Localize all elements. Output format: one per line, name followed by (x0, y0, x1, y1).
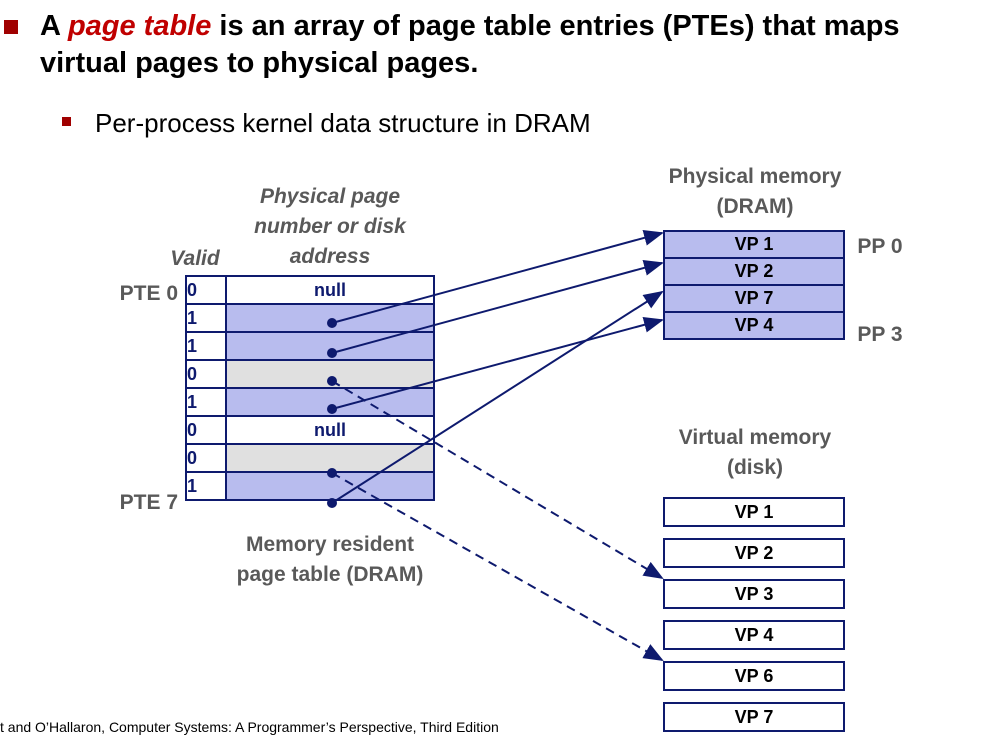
virtual-page: VP 2 (663, 538, 845, 568)
virtual-memory-title: Virtual memory (disk) (678, 426, 832, 479)
pp-3-label: PP 3 (857, 323, 903, 346)
pp-0-label: PP 0 (857, 235, 903, 258)
bullet-marker (4, 20, 18, 34)
pointer-dot (327, 468, 337, 478)
valid-bit: 1 (185, 303, 227, 333)
valid-bit: 1 (185, 471, 227, 501)
pte-address: null (225, 415, 435, 445)
pte-7-label: PTE 7 (119, 491, 178, 514)
pointer-dot (327, 498, 337, 508)
virtual-memory: VP 1 VP 2 VP 3 VP 4 VP 6 VP 7 (663, 497, 845, 736)
valid-bit: 1 (185, 387, 227, 417)
sub-bullet-marker (62, 117, 71, 126)
physical-page: VP 4 (663, 311, 845, 340)
addr-header: Physical page number or disk address (254, 185, 406, 268)
physical-page: VP 2 (663, 257, 845, 286)
pte-address (225, 359, 435, 389)
pointer-dot (327, 376, 337, 386)
pte-address (225, 331, 435, 361)
pte-row: 0 (185, 359, 435, 389)
virtual-page: VP 4 (663, 620, 845, 650)
physical-memory-title: Physical memory (DRAM) (668, 165, 842, 218)
arrow-pte2-pp1 (331, 260, 664, 354)
arrow-pte1-pp0 (331, 230, 664, 324)
pte-row: 1 (185, 331, 435, 361)
emphasis-term: page table (67, 10, 212, 42)
pointer-dot (327, 318, 337, 328)
physical-page: VP 1 (663, 230, 845, 259)
valid-bit: 0 (185, 359, 227, 389)
pointer-dot (327, 348, 337, 358)
pte-address: null (225, 275, 435, 305)
slide-heading: A page table is an array of page table e… (40, 10, 900, 79)
valid-bit: 0 (185, 415, 227, 445)
virtual-page: VP 3 (663, 579, 845, 609)
arrow-pte6-vp6 (331, 472, 664, 661)
arrow-pte3-vp3 (331, 380, 664, 580)
pte-0-label: PTE 0 (119, 282, 178, 305)
page-table-caption: Memory resident page table (DRAM) (236, 533, 424, 586)
footer-citation: t and O’Hallaron, Computer Systems: A Pr… (0, 719, 499, 735)
virtual-page: VP 6 (663, 661, 845, 691)
physical-page: VP 7 (663, 284, 845, 313)
valid-header: Valid (170, 247, 220, 270)
valid-bit: 0 (185, 275, 227, 305)
valid-bit: 1 (185, 331, 227, 361)
arrow-pte4-pp3 (331, 316, 664, 410)
arrow-pte7-pp2 (331, 290, 664, 504)
virtual-page: VP 7 (663, 702, 845, 732)
virtual-page: VP 1 (663, 497, 845, 527)
valid-bit: 0 (185, 443, 227, 473)
sub-bullet-text: Per-process kernel data structure in DRA… (95, 108, 591, 138)
pointer-dot (327, 404, 337, 414)
